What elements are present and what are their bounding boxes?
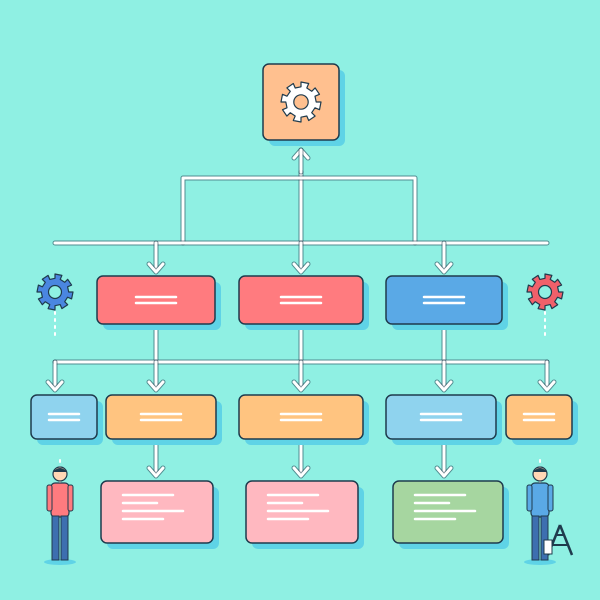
arrow-level2-3 (434, 379, 454, 393)
arrow-level3-1 (291, 465, 311, 479)
gear-icon (36, 273, 74, 311)
gear-icon (280, 81, 322, 123)
arrow-level1-2 (434, 261, 454, 275)
arrow-level2-4 (537, 379, 557, 393)
level3-box-1 (245, 480, 364, 549)
gear-icon (526, 273, 564, 311)
arrow-level2-0 (45, 379, 65, 393)
level2-box-1 (105, 394, 222, 445)
level2-box-3 (385, 394, 502, 445)
level3-box-2 (392, 480, 509, 549)
arrow-level2-2 (291, 379, 311, 393)
level1-box-2 (385, 275, 508, 330)
arrow-level1-0 (146, 261, 166, 275)
arrow-level2-1 (146, 379, 166, 393)
ladder-icon (543, 524, 574, 556)
level2-box-2 (238, 394, 369, 445)
person-icon (44, 466, 76, 565)
arrow-level3-2 (434, 465, 454, 479)
arrow-level1-1 (291, 261, 311, 275)
level2-box-4 (505, 394, 578, 445)
connector-root-branch (180, 175, 418, 246)
arrow-level3-0 (146, 465, 166, 479)
level2-box-0 (30, 394, 103, 445)
person-icon (524, 466, 556, 565)
level1-box-1 (238, 275, 369, 330)
level3-box-0 (100, 480, 219, 549)
level1-box-0 (96, 275, 221, 330)
